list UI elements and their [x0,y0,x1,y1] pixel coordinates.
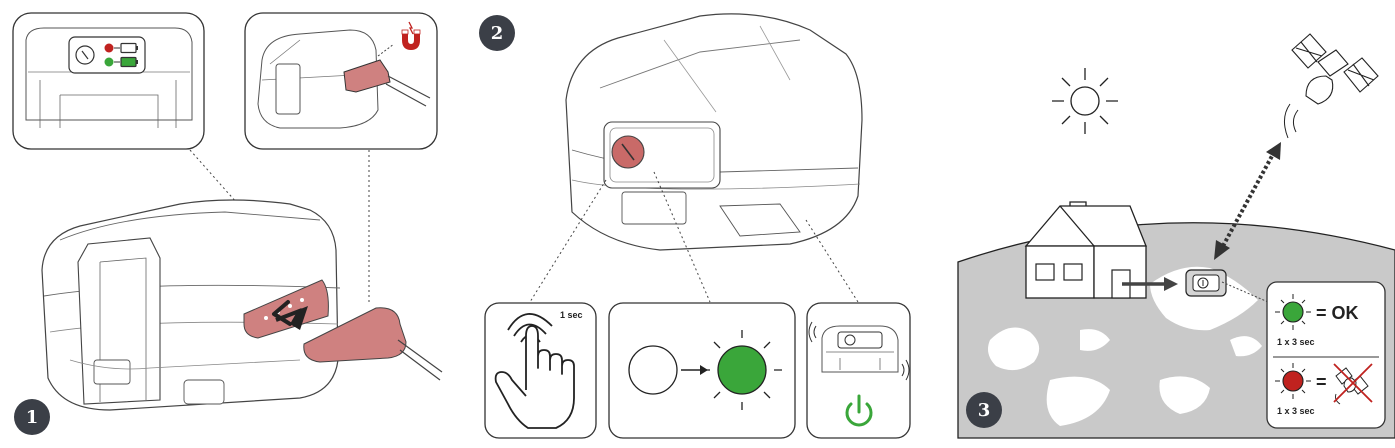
red-led-icon [104,43,114,53]
ok-status-row: = OK 1 x 3 sec [1275,294,1359,347]
step-badge-3: 3 [966,392,1002,428]
press-button-box: 1 sec [484,302,597,439]
step-2-panel: 2 1 sec [479,13,911,439]
signal-link-arrow [1214,142,1281,260]
sun-icon [1052,68,1118,134]
green-led-icon [104,57,114,67]
device-on-box [806,302,911,439]
step-3-panel: = OK 1 x 3 sec = 1 x 3 sec [957,33,1395,439]
battery-full-icon [120,56,138,68]
red-blink-icon [1275,363,1311,399]
fail-equals: = [1316,372,1327,392]
hand-press-icon [494,313,575,429]
battery-empty-icon [120,42,138,54]
step-1-panel: 1 [12,12,443,435]
led-transition-box [608,302,796,439]
step-badge-2: 2 [479,15,515,51]
satellite-icon [1284,33,1379,139]
step-number-1: 1 [26,407,39,428]
arrow-right-icon [1164,277,1178,291]
house-icon [1024,201,1147,299]
magnet-icon [401,21,421,50]
ok-duration-label: 1 x 3 sec [1277,337,1315,347]
green-blink-icon [1275,294,1311,330]
fail-duration-label: 1 x 3 sec [1277,406,1315,416]
no-satellite-icon [1333,363,1373,405]
tracker-device-2 [565,13,863,251]
power-icon [845,394,873,427]
led-on-green-icon [702,330,782,410]
step-badge-1: 1 [14,399,50,435]
fail-status-row: = 1 x 3 sec [1275,363,1373,416]
status-legend: = OK 1 x 3 sec = 1 x 3 sec [1266,281,1386,429]
led-status-inset [12,12,205,150]
step-number-2: 2 [491,23,504,44]
charger-inset [244,12,438,150]
tracker-device-1 [41,199,443,411]
step-number-3: 3 [978,400,991,421]
press-duration-label: 1 sec [560,310,583,320]
device-outdoor-icon [1185,269,1227,297]
led-off-icon [628,345,678,395]
ok-label: = OK [1316,303,1359,323]
